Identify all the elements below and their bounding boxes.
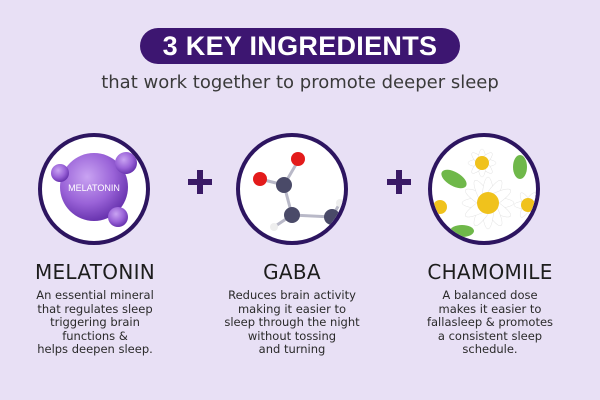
melatonin-image: MELATONIN [38,133,150,245]
ingredient-desc-gaba: Reduces brain activity making it easier … [224,288,360,357]
melatonin-sphere-icon: MELATONIN [51,152,137,227]
svg-text:MELATONIN: MELATONIN [68,183,120,193]
chamomile-flower-icon [433,148,536,237]
ingredient-desc-chamomile: A balanced dose makes it easier to falla… [426,288,554,357]
plus-icon [188,170,212,194]
chamomile-image [428,133,540,245]
page-title: 3 KEY INGREDIENTS [162,30,438,61]
subtitle: that work together to promote deeper sle… [101,72,499,93]
gaba-molecule-icon [253,152,344,241]
ingredient-name-gaba: GABA [263,260,321,284]
ingredient-desc-melatonin: An essential mineral that regulates slee… [36,288,154,357]
ingredient-name-melatonin: MELATONIN [34,260,156,284]
plus-icon [387,170,411,194]
gaba-image [236,133,348,245]
ingredient-name-chamomile: CHAMOMILE [427,260,553,284]
title-banner: 3 KEY INGREDIENTS [140,28,460,64]
